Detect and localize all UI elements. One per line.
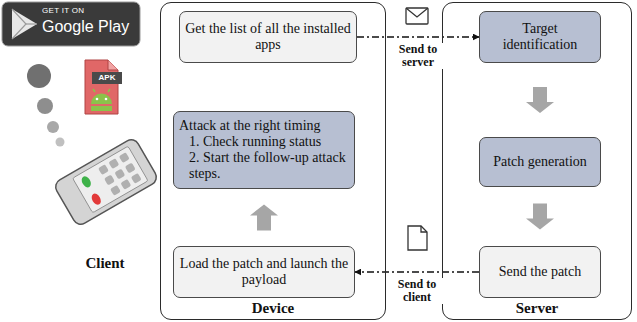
block-arrow [526,204,554,230]
phone-screen [73,146,148,213]
box-text: Get the list of all the installed apps [185,21,351,53]
panel-label: Server [443,299,631,317]
app-icon [110,185,121,196]
bubble [27,64,51,88]
document-corner [421,226,427,232]
bubble [56,138,65,147]
group-panel: Server Target identificationPatch generat… [442,2,632,320]
app-icon [114,169,125,180]
android-antenna [108,89,110,92]
app-icon [108,158,119,169]
part-name: Client [70,254,140,272]
edge-label: Send to client [391,278,443,304]
android-eye [105,98,108,101]
app-icon [131,173,142,184]
document-icon [408,226,427,250]
panel-label: Device [161,299,385,317]
process-box: Patch generation [479,137,601,187]
app-icon [119,152,130,163]
group-panel: Device Get the list of all the installed … [160,2,386,320]
file-type: APK [92,72,122,84]
box-text: Patch generation [485,154,595,170]
edge-label: Send to server [392,43,444,69]
android-head [91,94,112,105]
list-item: 2. Start the follow-up attack steps. [179,150,349,182]
block-arrow [526,87,554,113]
app-icon [104,175,115,186]
box-text: Target identification [485,21,595,53]
bubble [37,98,53,114]
play-icon-fold [26,23,37,24]
decline-button [90,192,103,206]
list-item: 1. Check running status [179,134,349,150]
bubble [47,121,59,133]
process-box: Send the patch [479,246,601,298]
badge-caption: GET IT ON [42,6,138,15]
process-box: Target identification [479,11,601,63]
dashed-arrow [355,271,479,273]
apk-file-corner [108,60,118,70]
dashed-arrow [357,36,479,38]
app-icon [120,179,131,190]
process-box: Load the patch and launch the payload [173,246,355,298]
box-text: Send the patch [485,264,595,280]
box-text: Attack at the right timing [179,118,349,134]
apk-file [85,60,118,114]
android-antenna [93,89,95,92]
phone-body [53,137,159,227]
process-box: Get the list of all the installed apps [179,11,357,63]
process-box: Attack at the right timing1. Check runni… [173,111,355,189]
envelope-flap [406,8,428,17]
phone [53,137,159,227]
envelope-icon [406,8,428,24]
apk-tag [92,72,122,84]
answer-button [80,175,93,189]
android-eye [96,98,99,101]
android-body [91,106,112,111]
box-text: Load the patch and launch the payload [179,256,349,288]
store-name: Google Play [42,17,139,37]
play-icon-fold [12,9,26,39]
store-badge [2,2,140,46]
play-icon [12,9,37,39]
app-icon [98,164,109,175]
app-icon [125,163,136,174]
block-arrow [250,205,278,231]
